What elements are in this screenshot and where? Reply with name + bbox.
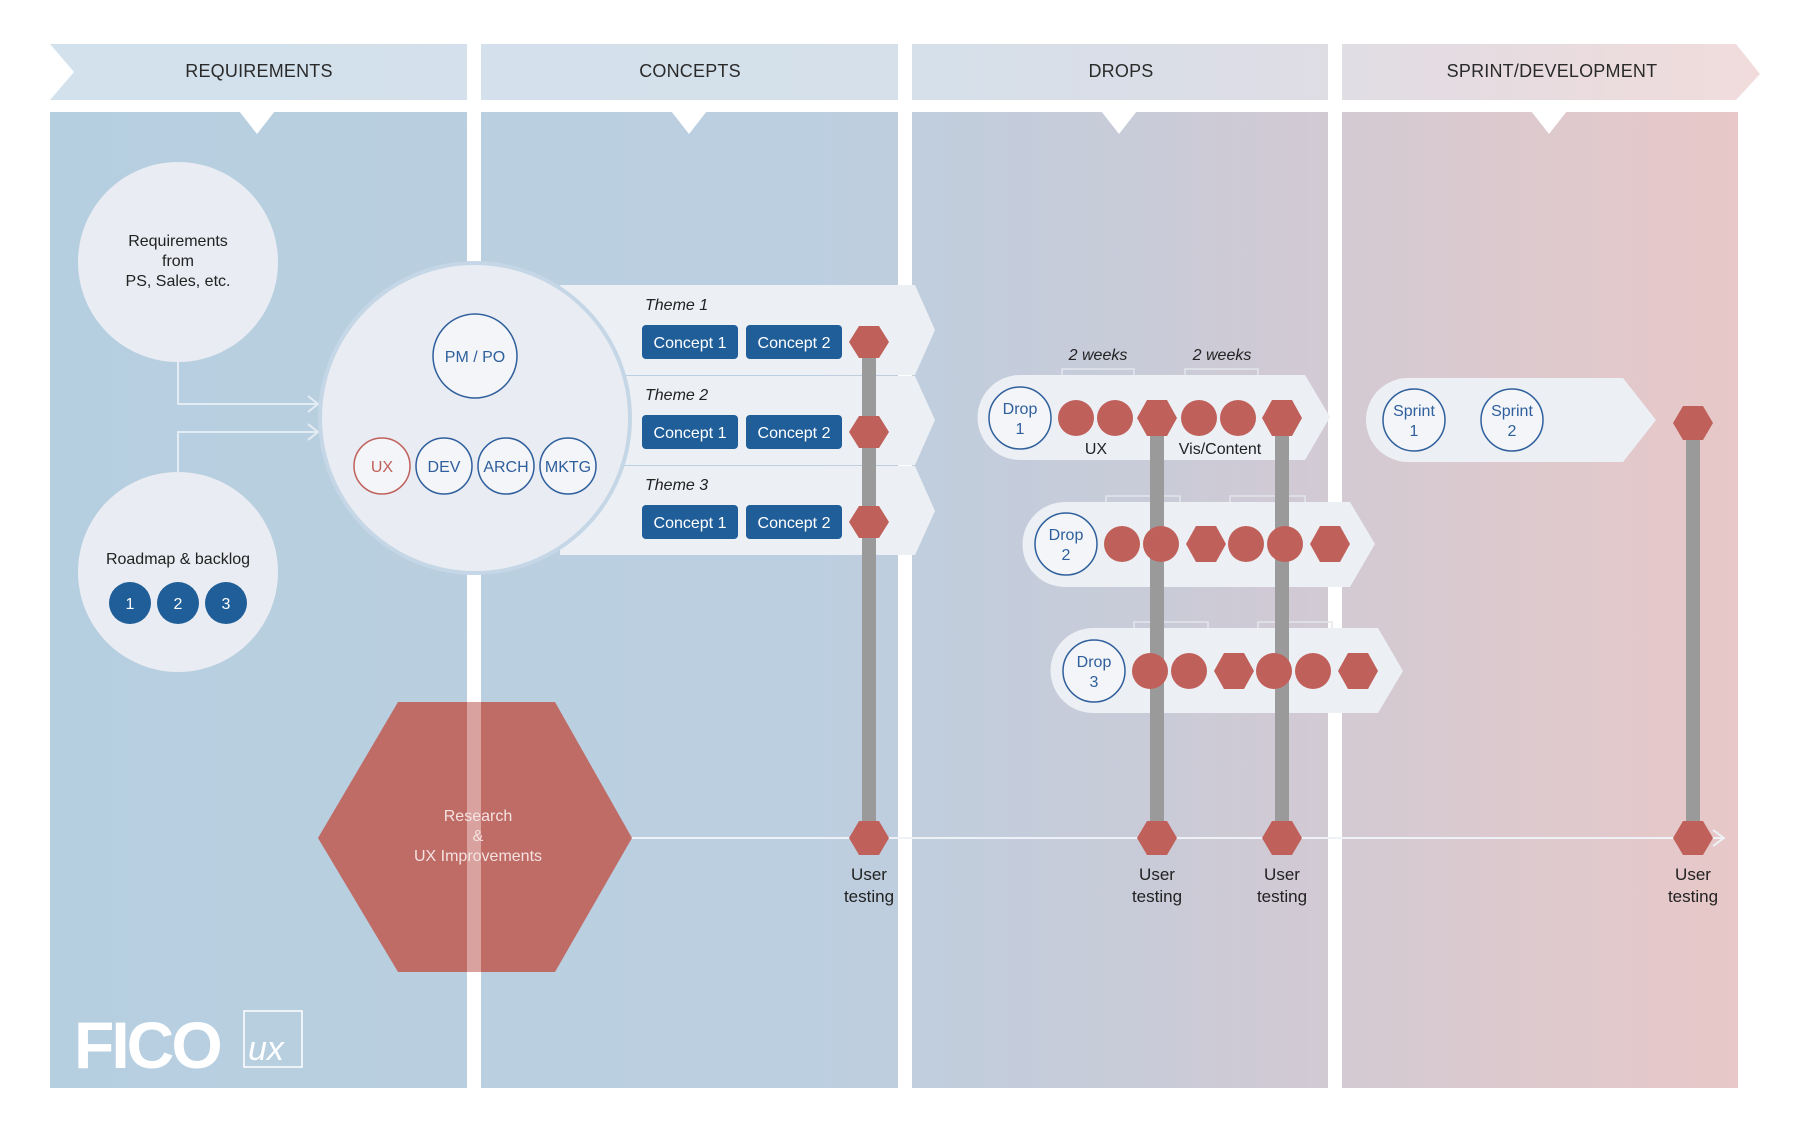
- backlog-item-2-label: 2: [174, 596, 183, 613]
- phase-header-sprint-development: SPRINT/DEVELOPMENT: [1447, 61, 1658, 81]
- sprint-1-label-line1: Sprint: [1393, 403, 1435, 420]
- sprint-1-label-line2: 1: [1410, 423, 1419, 440]
- research-line3: UX Improvements: [414, 848, 542, 865]
- research-hexagon-divider: [467, 702, 481, 974]
- drop-duration-2: 2 weeks: [1192, 347, 1252, 364]
- concept-hex-markers: [849, 326, 889, 538]
- user-testing-4-line1: User: [1675, 865, 1711, 884]
- drop-1-badge: [988, 386, 1052, 450]
- drop-1-label-line1: Drop: [1003, 401, 1038, 418]
- backlog-item-2: [157, 582, 199, 624]
- sprint-2-label-line1: Sprint: [1491, 403, 1533, 420]
- user-testing-2-line2: testing: [1132, 887, 1182, 906]
- drop-2-steps: [1104, 526, 1350, 562]
- role-pm-po-label: PM / PO: [445, 349, 505, 366]
- backlog-item-1-label: 1: [126, 596, 135, 613]
- drop-2-label-line1: Drop: [1049, 527, 1084, 544]
- role-pm-po: [432, 313, 518, 399]
- drop-3-label-line1: Drop: [1077, 654, 1112, 671]
- role-arch-label: ARCH: [483, 459, 528, 476]
- drop-2-label-line2: 2: [1062, 547, 1071, 564]
- user-testing-1-line1: User: [851, 865, 887, 884]
- drop-phase-vis-content: Vis/Content: [1179, 441, 1262, 458]
- drop-1-steps: [1058, 400, 1302, 436]
- requirements-source-line1: Requirements: [128, 233, 228, 250]
- phase-header-drops: DROPS: [1088, 61, 1153, 81]
- sprint-2-badge: [1480, 388, 1544, 452]
- drop-duration-1: 2 weeks: [1068, 347, 1128, 364]
- hex-theme-1: [849, 326, 889, 358]
- role-dev-label: DEV: [428, 459, 461, 476]
- theme-2-concept-2-label: Concept 2: [758, 425, 831, 442]
- role-dev: [415, 437, 473, 495]
- requirements-connectors: [177, 362, 320, 475]
- hex-theme-3: [849, 506, 889, 538]
- role-ux-label: UX: [371, 459, 394, 476]
- roadmap-label: Roadmap & backlog: [106, 551, 250, 568]
- theme-3-label: Theme 3: [645, 477, 708, 494]
- user-testing-3-line1: User: [1264, 865, 1300, 884]
- theme-1-concept-2: [746, 325, 842, 359]
- user-testing-1-line2: testing: [844, 887, 894, 906]
- research-line1: Research: [444, 808, 512, 825]
- theme-2-concept-1-label: Concept 1: [654, 425, 727, 442]
- requirements-source-circle: [78, 162, 278, 362]
- theme-2-concept-2: [746, 415, 842, 449]
- backlog-item-3-label: 3: [222, 596, 231, 613]
- sprint-1-badge: [1382, 388, 1446, 452]
- user-testing-bars: [862, 340, 1700, 838]
- theme-1-concept-2-label: Concept 2: [758, 335, 831, 352]
- background-band: [50, 108, 1738, 1088]
- role-mktg: [539, 437, 597, 495]
- drop-3-steps: [1132, 653, 1378, 689]
- phase-header-requirements: REQUIREMENTS: [185, 61, 332, 81]
- ux-logo-box: [243, 1010, 303, 1068]
- phase-header-concepts: CONCEPTS: [639, 61, 741, 81]
- theme-1-label: Theme 1: [645, 297, 708, 314]
- sprint-hex-marker: [1673, 406, 1713, 440]
- team-circle: [318, 261, 632, 575]
- theme-1-concept-1-label: Concept 1: [654, 335, 727, 352]
- theme-2-concept-1: [642, 415, 738, 449]
- research-hexagon: [318, 702, 632, 972]
- sprint-2-label-line2: 2: [1508, 423, 1517, 440]
- role-arch: [477, 437, 535, 495]
- fico-ux-logo: FICO ux: [74, 1008, 303, 1082]
- theme-3-concept-2: [746, 505, 842, 539]
- drop-1-label-line2: 1: [1016, 421, 1025, 438]
- backlog-item-1: [109, 582, 151, 624]
- theme-1-concept-1: [642, 325, 738, 359]
- roadmap-circle: [78, 472, 278, 672]
- theme-2-label: Theme 2: [645, 387, 708, 404]
- drop-2-badge: [1034, 512, 1098, 576]
- ux-logo-text: ux: [248, 1030, 285, 1068]
- user-testing-4-line2: testing: [1668, 887, 1718, 906]
- drop-brackets: [1061, 368, 1333, 628]
- role-ux: [353, 437, 411, 495]
- user-testing-3-line2: testing: [1257, 887, 1307, 906]
- drop-phase-ux: UX: [1085, 441, 1108, 458]
- role-mktg-label: MKTG: [545, 459, 591, 476]
- requirements-source-line2: from: [162, 253, 194, 270]
- backlog-item-3: [205, 582, 247, 624]
- requirements-source-line3: PS, Sales, etc.: [126, 273, 231, 290]
- user-testing-hexes: [849, 821, 1713, 855]
- drop-3-badge: [1062, 639, 1126, 703]
- theme-3-concept-1-label: Concept 1: [654, 515, 727, 532]
- hex-theme-2: [849, 416, 889, 448]
- backlog-items: 1 2 3: [109, 582, 247, 624]
- user-testing-2-line1: User: [1139, 865, 1175, 884]
- fico-logo-text: FICO: [74, 1008, 220, 1082]
- theme-3-concept-2-label: Concept 2: [758, 515, 831, 532]
- research-line2: &: [473, 828, 484, 845]
- theme-3-concept-1: [642, 505, 738, 539]
- header-notch-fills: [50, 100, 1740, 112]
- drop-3-label-line2: 3: [1090, 674, 1099, 691]
